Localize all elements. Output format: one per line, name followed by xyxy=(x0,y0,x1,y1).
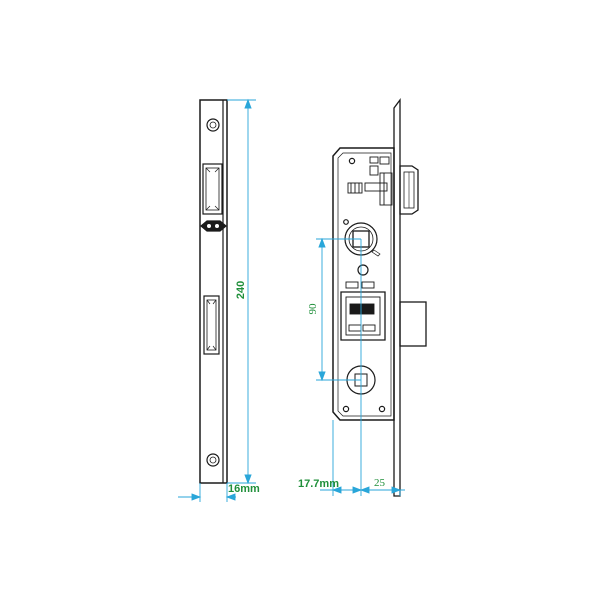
latch-mechanism xyxy=(347,156,393,206)
latch-opening xyxy=(202,163,223,215)
deadbolt xyxy=(399,301,427,347)
faceplate-top-screw-icon xyxy=(206,118,220,132)
case-outline xyxy=(332,147,395,421)
faceplate-snib-icon xyxy=(200,220,227,232)
case-screw-icon xyxy=(378,405,386,413)
center-distance-dimension-label: 90 xyxy=(307,303,319,315)
faceplate-bottom-screw-icon xyxy=(206,453,220,467)
height-dimension-line xyxy=(227,98,256,485)
case-screw-icon xyxy=(342,405,350,413)
faceplate-outline xyxy=(199,99,228,484)
width-dimension-label: 16mm xyxy=(228,483,260,495)
lock-body-side-view xyxy=(332,98,427,497)
deadbolt-opening xyxy=(203,295,220,355)
case-screw-icon xyxy=(348,157,356,165)
height-dimension-label: 240 xyxy=(235,281,247,299)
case-offset-dimension-label: 25 xyxy=(374,477,386,489)
small-hole xyxy=(357,264,369,276)
width-dimension-line xyxy=(178,483,236,502)
latch-bolt xyxy=(399,165,419,215)
backset-dimension-label: 17.7mm xyxy=(298,478,339,490)
case-inner-outline xyxy=(337,152,392,417)
backset-dimension-line xyxy=(320,420,405,496)
faceplate-front-view xyxy=(199,99,228,484)
center-distance-dimension-line xyxy=(316,237,362,496)
deadbolt-mechanism xyxy=(340,281,386,341)
front-plate-strip xyxy=(393,98,401,497)
spindle-hub xyxy=(343,219,381,257)
